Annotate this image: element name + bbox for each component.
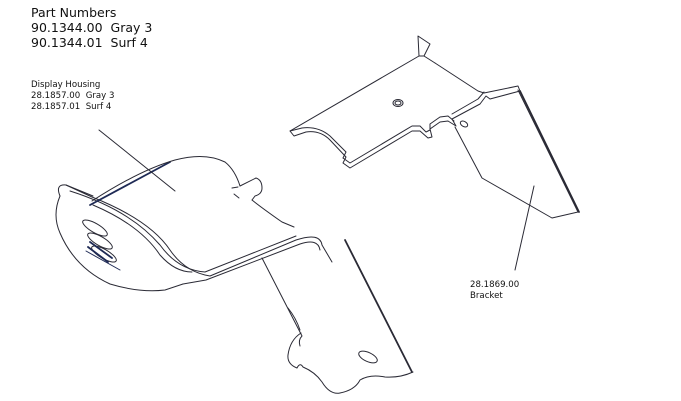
display-housing-label: Display Housing — [31, 80, 101, 90]
housing-part-finish: Surf 4 — [85, 102, 112, 112]
housing-part-number: 28.1857.01 — [31, 102, 81, 112]
housing-part-row: 28.1857.00 Gray 3 — [31, 91, 114, 102]
bracket-part-number: 28.1869.00 — [470, 280, 520, 290]
bracket-callout: 28.1869.00 Bracket — [470, 280, 519, 302]
bracket-label: Bracket — [470, 291, 503, 301]
part-numbers-heading: Part Numbers — [31, 5, 117, 20]
housing-part-row: 28.1857.01 Surf 4 — [31, 102, 114, 113]
part-number: 90.1344.00 — [31, 20, 103, 35]
display-housing-callout: Display Housing 28.1857.00 Gray 3 28.185… — [31, 80, 114, 113]
housing-part-finish: Gray 3 — [85, 91, 115, 101]
part-finish: Surf 4 — [110, 35, 148, 50]
part-number-row: 90.1344.00 Gray 3 — [31, 20, 152, 35]
part-numbers-block: Part Numbers 90.1344.00 Gray 3 90.1344.0… — [31, 5, 152, 50]
bracket-illustration — [289, 35, 580, 271]
display-housing-illustration — [55, 129, 414, 394]
part-number-row: 90.1344.01 Surf 4 — [31, 35, 152, 50]
part-finish: Gray 3 — [110, 20, 153, 35]
part-number: 90.1344.01 — [31, 35, 103, 50]
housing-part-number: 28.1857.00 — [31, 91, 81, 101]
